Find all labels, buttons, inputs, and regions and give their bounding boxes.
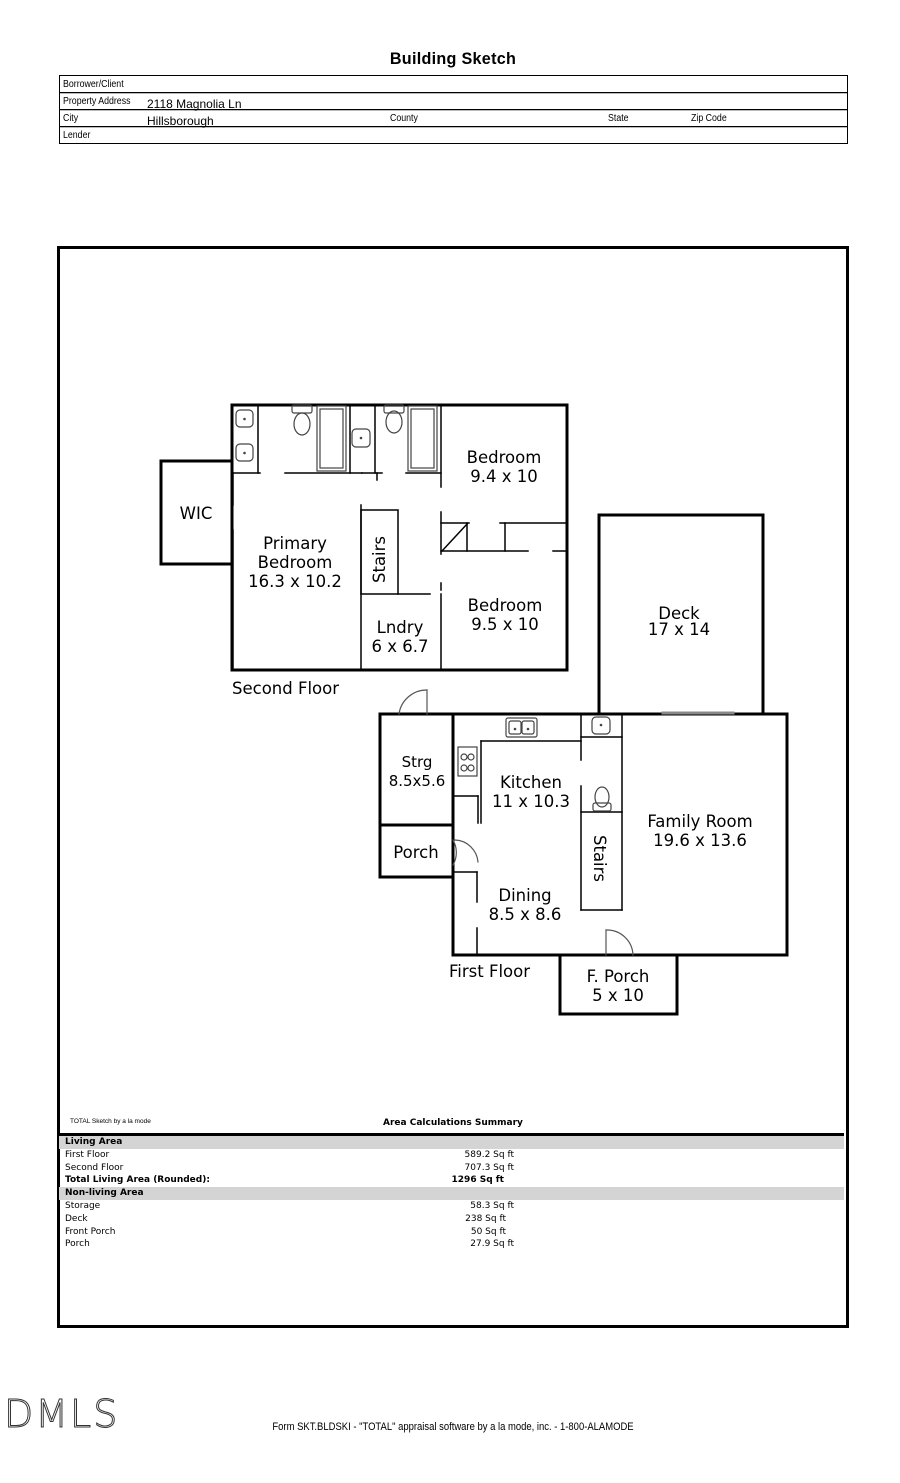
second-floor-walls bbox=[159, 403, 569, 672]
dmls-watermark-logo: DMLS bbox=[3, 1392, 120, 1437]
room-stairs-lower: Stairs bbox=[590, 835, 609, 883]
sketch-frame bbox=[57, 246, 849, 1328]
room-front-porch: F. Porch 5 x 10 bbox=[586, 967, 650, 1005]
living-area-header: Living Area bbox=[59, 1136, 844, 1149]
area-summary-title: Area Calculations Summary bbox=[383, 1118, 523, 1128]
total-living-row: Total Living Area (Rounded):1296 Sq ft bbox=[65, 1175, 504, 1186]
room-dining: Dining 8.5 x 8.6 bbox=[488, 886, 562, 924]
room-wic: WIC bbox=[179, 504, 213, 523]
address-label: Property Address bbox=[63, 96, 131, 107]
borrower-row: Borrower/Client bbox=[60, 76, 847, 93]
address-row: Property Address 2118 Magnolia Ln bbox=[60, 93, 847, 111]
state-label: State bbox=[608, 113, 629, 124]
room-storage: Strg 8.5x5.6 bbox=[388, 753, 446, 790]
second-floor-label: Second Floor bbox=[232, 679, 340, 698]
room-bedroom-2: Bedroom 9.5 x 10 bbox=[467, 596, 543, 634]
room-primary-bedroom: Primary Bedroom 16.3 x 10.2 bbox=[248, 534, 342, 591]
first-floor-walls bbox=[378, 689, 789, 1016]
deck-label: Deck 17 x 14 bbox=[647, 604, 711, 639]
document-title: Building Sketch bbox=[389, 49, 517, 68]
first-floor-label: First Floor bbox=[449, 962, 531, 981]
room-porch: Porch bbox=[393, 843, 439, 862]
room-kitchen: Kitchen 11 x 10.3 bbox=[492, 773, 570, 811]
city-label: City bbox=[63, 113, 79, 124]
city-row: City Hillsborough County State Zip Code bbox=[60, 110, 847, 128]
address-value: 2118 Magnolia Ln bbox=[147, 97, 242, 111]
nonliving-area-header: Non-living Area bbox=[59, 1187, 844, 1200]
room-stairs-upper: Stairs bbox=[370, 535, 389, 583]
county-label: County bbox=[390, 113, 418, 124]
sketch-credit: TOTAL Sketch by a la mode bbox=[70, 1118, 151, 1125]
property-header-table: Borrower/Client Property Address 2118 Ma… bbox=[59, 75, 848, 144]
borrower-label: Borrower/Client bbox=[63, 79, 124, 90]
room-family-room: Family Room 19.6 x 13.6 bbox=[647, 812, 753, 850]
room-laundry: Lndry 6 x 6.7 bbox=[371, 618, 429, 656]
room-bedroom-1: Bedroom 9.4 x 10 bbox=[466, 448, 542, 486]
zip-label: Zip Code bbox=[691, 113, 727, 124]
lender-label: Lender bbox=[63, 130, 91, 141]
lender-row: Lender bbox=[60, 127, 847, 143]
form-footer: Form SKT.BLDSKI - "TOTAL" appraisal soft… bbox=[272, 1421, 634, 1433]
city-value: Hillsborough bbox=[147, 114, 214, 128]
